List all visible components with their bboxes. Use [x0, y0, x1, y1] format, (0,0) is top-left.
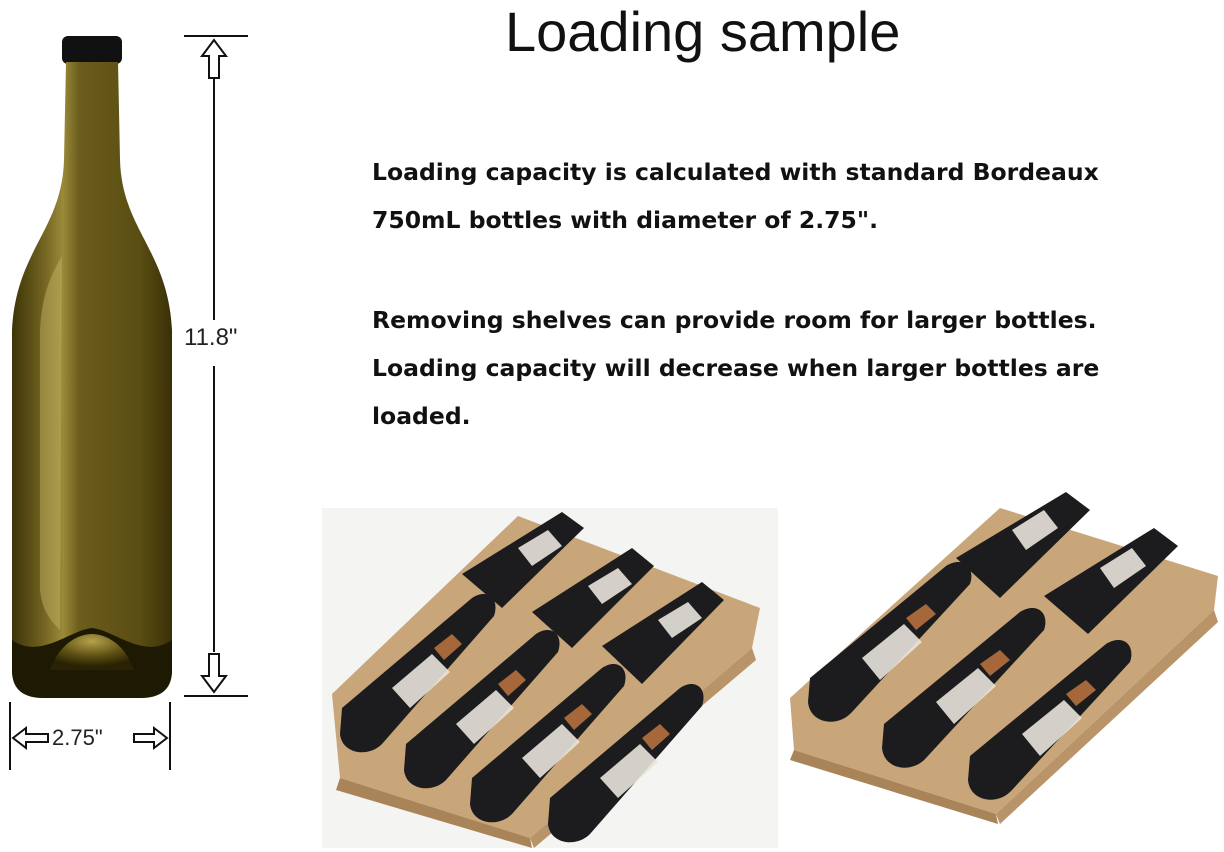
- description-line: 750mL bottles with diameter of 2.75".: [372, 206, 879, 234]
- height-label: 11.8": [184, 324, 238, 351]
- arrow-up-icon: [200, 38, 228, 79]
- bottle-body: [12, 62, 172, 698]
- shelves-description: Removing shelves can provide room for la…: [372, 296, 1192, 440]
- description-line: loaded.: [372, 402, 471, 430]
- description-line: Loading capacity will decrease when larg…: [372, 354, 1100, 382]
- page-title: Loading sample: [505, 0, 901, 63]
- arrow-down-icon: [200, 653, 228, 694]
- width-dimension: [9, 702, 171, 770]
- arrow-right-icon: [133, 725, 169, 751]
- arrow-left-icon: [11, 725, 49, 751]
- description-line: Loading capacity is calculated with stan…: [372, 158, 1099, 186]
- width-label: 2.75": [52, 725, 103, 750]
- shelf-photo-reduced: [786, 488, 1222, 828]
- height-dimension: [184, 35, 248, 697]
- shelf-photo-full: [322, 508, 778, 848]
- capacity-description: Loading capacity is calculated with stan…: [372, 148, 1192, 244]
- bottle-illustration: [12, 36, 172, 698]
- bottle-cap: [62, 36, 122, 64]
- description-line: Removing shelves can provide room for la…: [372, 306, 1097, 334]
